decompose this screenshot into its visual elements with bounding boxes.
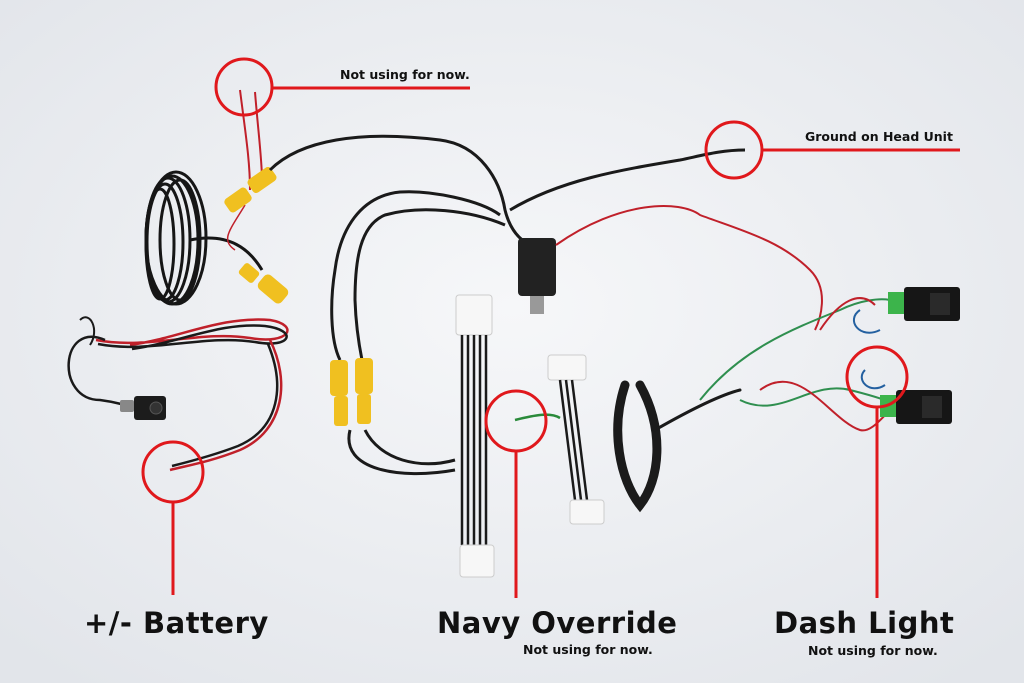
callout-top — [214, 57, 470, 117]
power-cable — [95, 318, 289, 472]
callout-ground — [704, 120, 960, 180]
head-unit-connector — [455, 294, 495, 578]
dash-switch-top — [888, 287, 960, 321]
override-harness — [514, 354, 605, 525]
callout-dash — [845, 345, 909, 598]
dash-note: Not using for now. — [808, 643, 938, 658]
rca-top — [224, 89, 289, 304]
dash-title: Dash Light — [774, 606, 955, 640]
coiled-cable — [144, 170, 264, 306]
backup-camera — [67, 316, 166, 420]
top-note: Not using for now. — [340, 67, 470, 82]
callout-navy — [484, 389, 548, 598]
relay — [518, 205, 823, 331]
callout-battery — [141, 440, 205, 595]
black-harness — [268, 134, 746, 476]
navy-title: Navy Override — [437, 606, 678, 640]
dash-light-wires — [699, 297, 891, 432]
navy-note: Not using for now. — [523, 642, 653, 657]
ground-note: Ground on Head Unit — [805, 129, 953, 144]
braided-loom — [613, 380, 742, 513]
rca-bottom — [330, 358, 373, 426]
battery-title: +/- Battery — [84, 606, 269, 640]
